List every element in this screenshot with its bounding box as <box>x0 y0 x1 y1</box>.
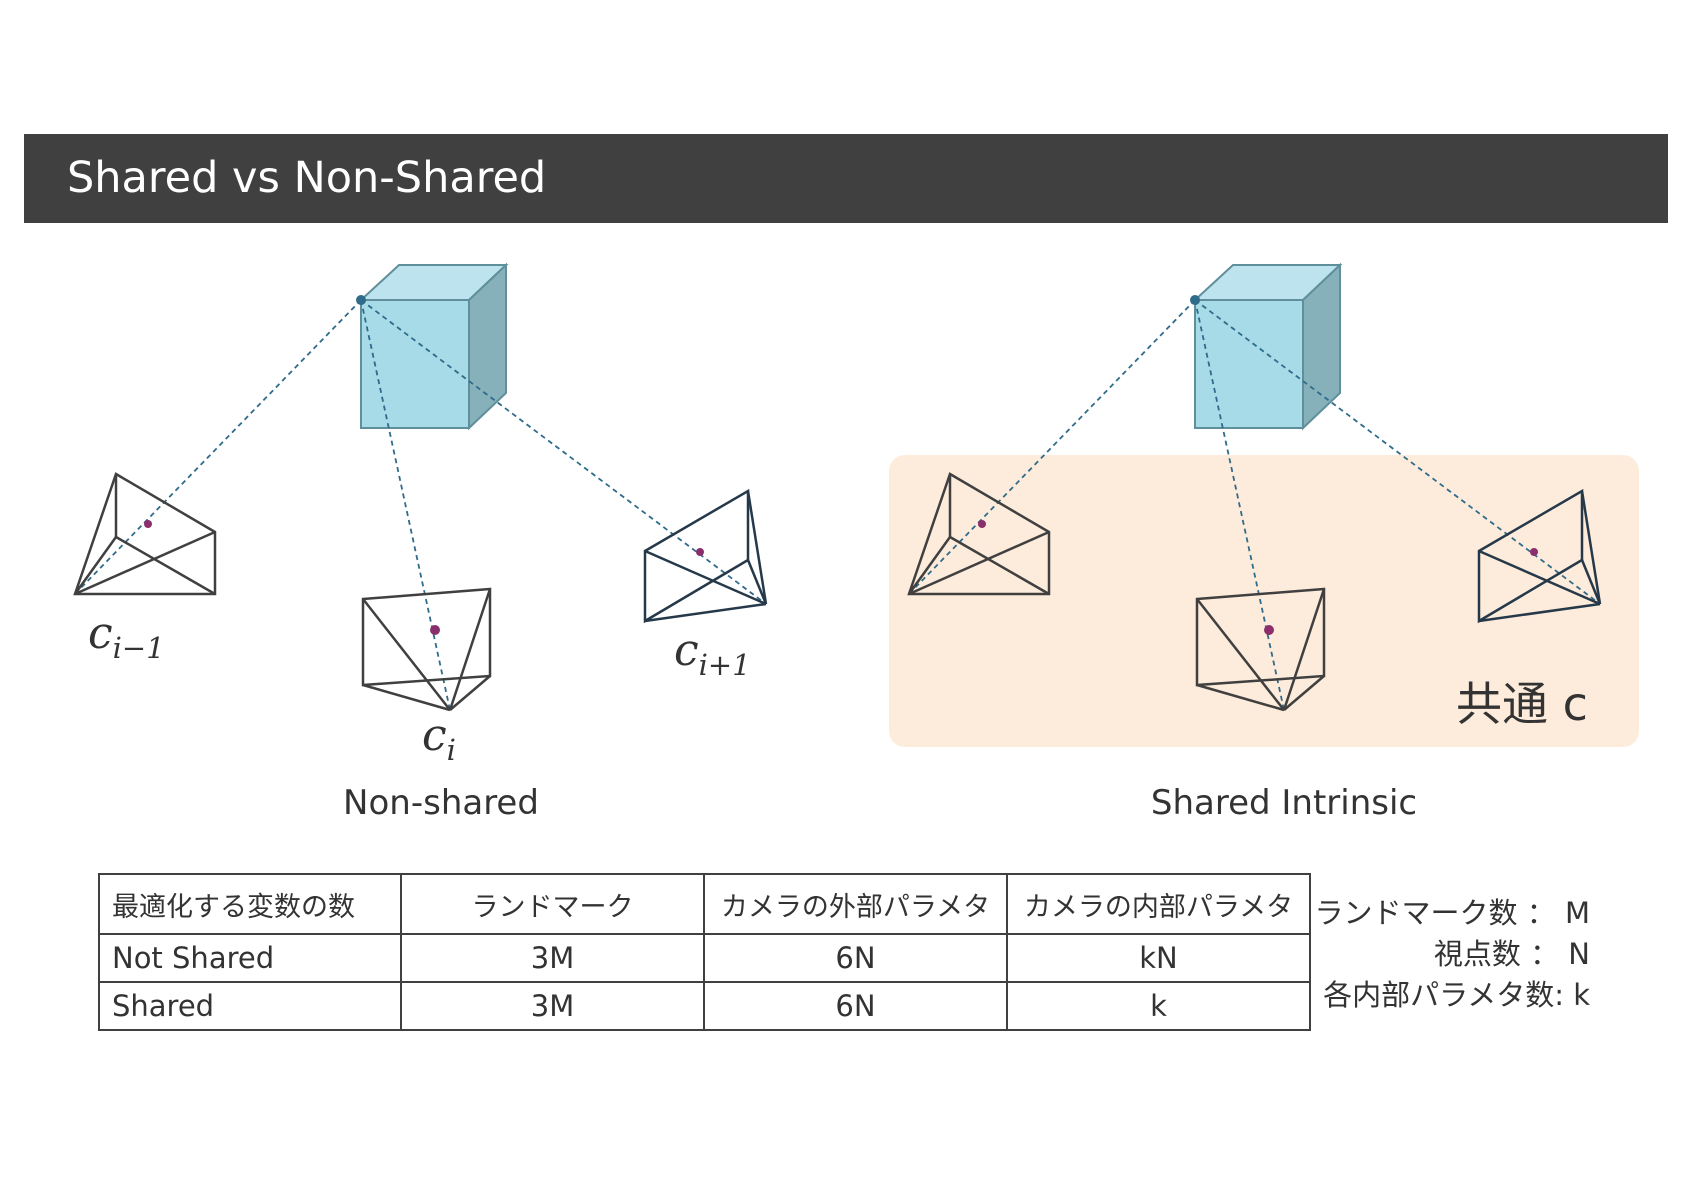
camera-next-label-base: c <box>674 625 699 676</box>
table-cell: 6N <box>703 933 1008 983</box>
table-cell: 3M <box>400 981 705 1031</box>
left-rays <box>74 299 767 711</box>
table-header-cell: カメラの内部パラメタ <box>1006 873 1311 935</box>
right-landmark-point <box>1190 295 1200 305</box>
left-group <box>73 262 768 712</box>
shared-intrinsic-label: 共通 c <box>1456 677 1588 731</box>
shared-panel <box>889 455 1639 747</box>
right-landmark-cube <box>1192 262 1343 431</box>
table-header-cell: 最適化する変数の数 <box>98 873 402 935</box>
right-rays <box>908 299 1601 711</box>
camera-prev-label-base: c <box>88 608 113 659</box>
right-group <box>907 262 1602 712</box>
camera-prev <box>73 472 217 596</box>
camera-curr-center <box>430 625 440 635</box>
shared-camera-curr <box>1195 587 1326 712</box>
legend-item: ランドマーク数 ： M <box>1314 896 1590 930</box>
legend-item: 各内部パラメタ数: k <box>1323 978 1590 1012</box>
caption-shared-intrinsic: Shared Intrinsic <box>1150 783 1418 823</box>
legend-item: 視点数 ： N <box>1433 937 1590 971</box>
table-row: Shared 3M 6N k <box>98 981 1311 1031</box>
camera-curr-label-base: c <box>422 710 447 761</box>
shared-camera-prev <box>907 472 1051 596</box>
variable-legend: ランドマーク数 ： M 視点数 ： N 各内部パラメタ数: k <box>1315 893 1590 1016</box>
table-cell: Shared <box>98 981 402 1031</box>
table-cell: k <box>1006 981 1311 1031</box>
table-cell: 3M <box>400 933 705 983</box>
camera-curr-label: ci <box>422 710 456 767</box>
left-landmark-point <box>356 295 366 305</box>
left-landmark-cube <box>358 262 509 431</box>
table-header-cell: カメラの外部パラメタ <box>703 873 1008 935</box>
table-header-cell: ランドマーク <box>400 873 705 935</box>
caption-non-shared: Non-shared <box>343 783 539 823</box>
camera-curr <box>361 587 492 712</box>
shared-camera-next-center <box>1530 548 1538 556</box>
title-bar: Shared vs Non-Shared <box>24 134 1668 223</box>
table-cell: Not Shared <box>98 933 402 983</box>
shared-camera-next <box>1477 488 1602 624</box>
camera-prev-label-sub: i−1 <box>112 631 165 665</box>
shared-camera-curr-center <box>1264 625 1274 635</box>
camera-next-label: ci+1 <box>674 625 751 682</box>
table-row: Not Shared 3M 6N kN <box>98 933 1311 983</box>
table-header-row: 最適化する変数の数 ランドマーク カメラの外部パラメタ カメラの内部パラメタ <box>98 873 1311 935</box>
camera-prev-center <box>144 520 152 528</box>
variable-count-table: 最適化する変数の数 ランドマーク カメラの外部パラメタ カメラの内部パラメタ N… <box>98 873 1311 1031</box>
camera-curr-label-sub: i <box>446 733 456 767</box>
shared-camera-prev-center <box>978 520 986 528</box>
camera-next <box>643 488 768 624</box>
table-cell: 6N <box>703 981 1008 1031</box>
camera-next-label-sub: i+1 <box>698 648 751 682</box>
page-title: Shared vs Non-Shared <box>67 153 547 203</box>
camera-prev-label: ci−1 <box>88 608 165 665</box>
table-cell: kN <box>1006 933 1311 983</box>
camera-next-center <box>696 548 704 556</box>
